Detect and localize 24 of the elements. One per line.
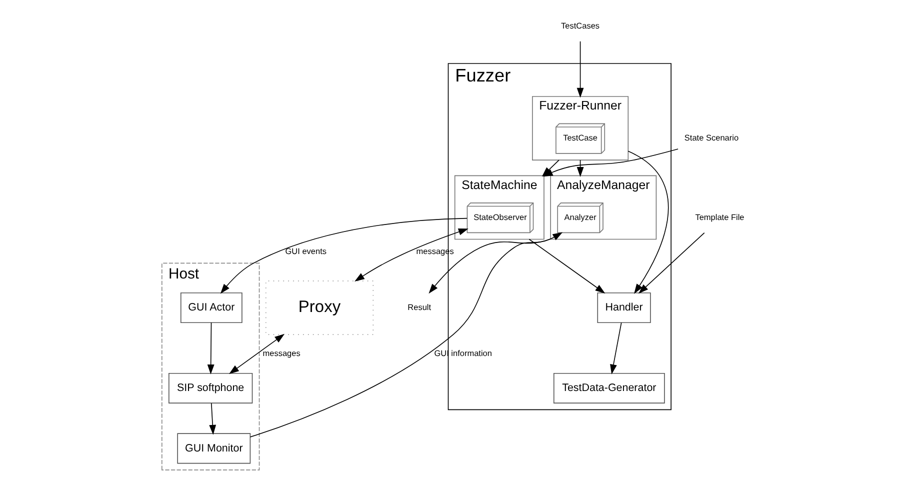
arrow bbox=[610, 322, 622, 374]
node-box: SIP softphone bbox=[168, 372, 253, 404]
arrow bbox=[229, 334, 285, 374]
arrow bbox=[638, 232, 705, 294]
edge-label: GUI information bbox=[434, 349, 492, 358]
node-text: Result bbox=[408, 302, 432, 312]
node-box: TestData-Generator bbox=[553, 372, 665, 404]
node-box: GUI Monitor bbox=[177, 433, 251, 464]
node-box: Proxy bbox=[265, 280, 374, 335]
arrow bbox=[207, 322, 214, 374]
arrow bbox=[628, 150, 669, 294]
node-text: State Scenario bbox=[684, 134, 739, 143]
edge-label: GUI events bbox=[285, 247, 327, 256]
edge-label: messages bbox=[262, 349, 300, 358]
node-text: Template File bbox=[695, 212, 744, 222]
node-text: TestCases bbox=[561, 21, 600, 30]
arrow bbox=[220, 218, 468, 294]
arrow bbox=[250, 232, 563, 438]
node-box: GUI Actor bbox=[180, 292, 242, 324]
node-box: Handler bbox=[597, 292, 651, 324]
arrow bbox=[528, 238, 606, 294]
arrow bbox=[354, 228, 468, 282]
arrow bbox=[576, 40, 584, 98]
arrow bbox=[209, 402, 216, 435]
